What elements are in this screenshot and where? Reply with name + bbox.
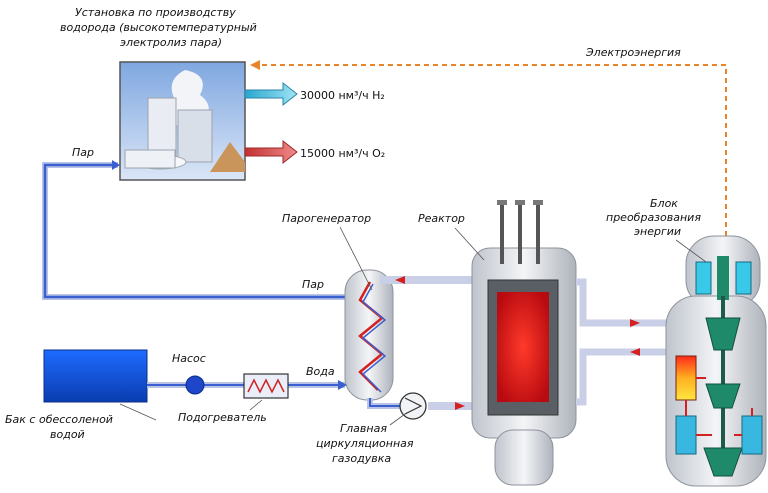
water-label: Вода (306, 365, 335, 378)
plant-title-line1: Установка по производству (75, 6, 236, 19)
heater-label: Подогреватель (178, 411, 267, 424)
reactor-label: Реактор (418, 212, 465, 225)
gas-blower: Главная циркуляционная газодувка (316, 392, 427, 465)
pump-label: Насос (172, 352, 206, 365)
plant-title: Установка по производству водорода (высо… (60, 6, 257, 49)
hydrogen-plant-image (119, 61, 246, 181)
steam-generator: Парогенератор (282, 212, 394, 401)
water-tank: Бак с обессоленой водой (5, 349, 157, 441)
energy-block-label-2: преобразования (606, 211, 701, 224)
o2-output: 15000 нм³/ч O₂ (244, 139, 385, 165)
energy-block-label-3: энергии (634, 225, 681, 238)
energy-conversion-block: Блок преобразования энергии (606, 197, 767, 487)
reactor-energy-pipes (576, 278, 690, 406)
steam-label-top: Пар (72, 146, 94, 159)
energy-block-label-1: Блок (650, 197, 678, 210)
gas-blower-label-3: газодувка (332, 452, 391, 465)
h2-output: 30000 нм³/ч H₂ (244, 81, 385, 107)
gas-blower-label-2: циркуляционная (316, 437, 414, 450)
electricity-line: Электроэнергия (250, 46, 727, 236)
heater: Подогреватель (178, 373, 289, 424)
steam-generator-label: Парогенератор (282, 212, 371, 225)
h2-output-label: 30000 нм³/ч H₂ (300, 89, 385, 102)
plant-title-line3: электролиз пара) (120, 36, 222, 49)
plant-title-line2: водорода (высокотемпературный (60, 21, 257, 34)
reactor: Реактор (418, 200, 577, 486)
electricity-label: Электроэнергия (585, 46, 681, 59)
steam-label-mid: Пар (302, 278, 324, 291)
tank-label-1: Бак с обессоленой (5, 413, 113, 426)
return-pipe (367, 398, 486, 410)
hot-gas-pipe (380, 276, 486, 284)
steam-pipe: Пар Пар (42, 146, 368, 300)
tank-label-2: водой (50, 428, 85, 441)
o2-output-label: 15000 нм³/ч O₂ (300, 147, 385, 160)
pump: Насос (172, 352, 206, 395)
gas-blower-label-1: Главная (340, 422, 387, 435)
